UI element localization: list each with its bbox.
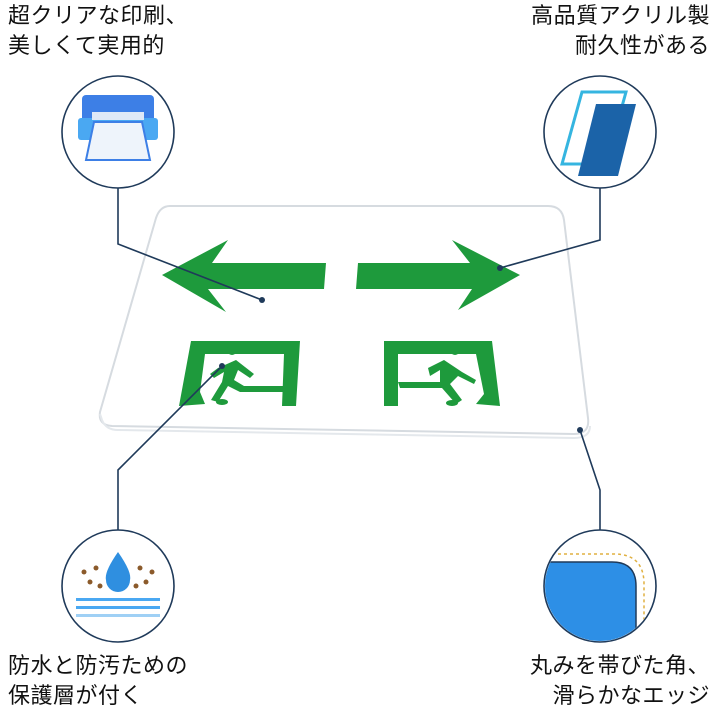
caption-line: 美しくて実用的: [8, 34, 165, 59]
caption-line: 高品質アクリル製: [531, 4, 710, 29]
rounded-corner-icon: [543, 529, 657, 643]
caption-line: 耐久性がある: [574, 34, 710, 59]
left-arrow-icon: [162, 240, 326, 312]
printer-icon: [61, 75, 175, 189]
feature-caption-waterproof: 防水と防汚ための 保護層が付く: [8, 652, 188, 712]
right-arrow-icon: [356, 240, 520, 310]
caption-line: 保護層が付く: [8, 684, 144, 709]
feature-caption-rounded-corners: 丸みを帯びた角、 滑らかなエッジ: [530, 652, 710, 712]
leader-lines: [117, 188, 601, 530]
caption-line: 超クリアな印刷、: [8, 4, 189, 29]
acrylic-sign-panel: [98, 205, 591, 440]
feature-caption-clear-print: 超クリアな印刷、 美しくて実用的: [8, 2, 188, 62]
leader-dots: [219, 265, 583, 433]
caption-line: 丸みを帯びた角、: [529, 654, 710, 679]
caption-line: 防水と防汚ための: [8, 654, 189, 679]
acrylic-sheet-icon: [543, 75, 657, 189]
feature-caption-acrylic: 高品質アクリル製 耐久性がある: [531, 2, 710, 62]
emergency-exit-sign-right: [384, 341, 500, 406]
emergency-exit-sign-left: [179, 341, 300, 406]
waterproof-layer-icon: [61, 529, 175, 643]
caption-line: 滑らかなエッジ: [552, 684, 710, 709]
